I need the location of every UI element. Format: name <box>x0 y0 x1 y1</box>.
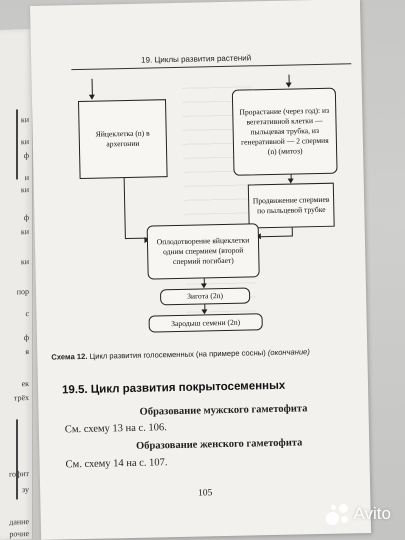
male-gametophyte-text: См. схему 13 на с. 106. <box>64 422 167 436</box>
left-border-line <box>16 109 18 180</box>
left-fragment: и <box>24 172 29 183</box>
germination-box: Прорастание (через год): из вегетативной… <box>231 87 338 176</box>
caption-suffix: (окончание) <box>267 347 310 358</box>
egg-cell-box: Яйцеклетка (n) в архегонии <box>78 99 168 179</box>
left-fragment: ки <box>20 136 29 147</box>
left-fragment: гофит <box>8 468 29 479</box>
sperm-movement-box: Продвижение спермиев по пыльцевой трубке <box>247 182 335 229</box>
avito-watermark: Avito <box>325 502 392 526</box>
left-border-line <box>16 419 18 500</box>
left-fragment: ф <box>23 150 29 161</box>
zygote-box: Зигота (2n) <box>159 287 251 306</box>
left-fragment: трёх <box>13 392 29 403</box>
left-fragment: рочие <box>9 528 29 539</box>
figure-caption: Схема 12. Цикл развития голосеменных (на… <box>51 346 361 361</box>
left-fragment: ф <box>23 332 29 343</box>
left-fragment: ки <box>20 256 29 267</box>
connector-line <box>123 178 126 239</box>
section-title: 19.5. Цикл развития покрытосеменных <box>61 379 286 397</box>
left-fragment: пор <box>16 286 29 297</box>
female-gametophyte-title: Образование женского гаметофита <box>135 437 303 452</box>
left-fragment: ки <box>20 226 29 237</box>
left-fragment: ф <box>23 212 29 223</box>
fertilization-box: Оплодотворение яйцеклетки одним спермием… <box>146 223 260 280</box>
avito-watermark-text: Avito <box>353 504 392 523</box>
left-fragment: зу <box>22 484 29 495</box>
caption-text: Цикл развития голосеменных (на примере с… <box>89 348 266 361</box>
embryo-box: Зародыш семени (2n) <box>148 313 263 333</box>
book-page: 19. Циклы развития растений Яйцеклетка (… <box>30 0 372 540</box>
page-number: 105 <box>198 488 213 499</box>
left-fragment: я <box>25 346 29 357</box>
previous-page-edge: ки ки ф и ки ф ки ки пор с ф я ек трёх г… <box>0 28 33 540</box>
left-fragment: ек <box>21 378 29 389</box>
caption-label: Схема 12. <box>51 351 88 362</box>
arrow-down-icon <box>285 82 292 88</box>
left-fragment: дание <box>9 516 29 527</box>
female-gametophyte-text: См. схему 14 на с. 107. <box>65 457 168 471</box>
arrow-down-icon <box>88 94 95 100</box>
left-fragment: ки <box>20 114 29 125</box>
left-fragment: с <box>25 308 29 319</box>
avito-logo-icon <box>325 502 350 526</box>
left-fragment: ки <box>20 184 29 195</box>
connector-line <box>291 227 293 236</box>
male-gametophyte-title: Образование мужского гаметофита <box>139 403 308 418</box>
connector-line <box>260 235 293 238</box>
